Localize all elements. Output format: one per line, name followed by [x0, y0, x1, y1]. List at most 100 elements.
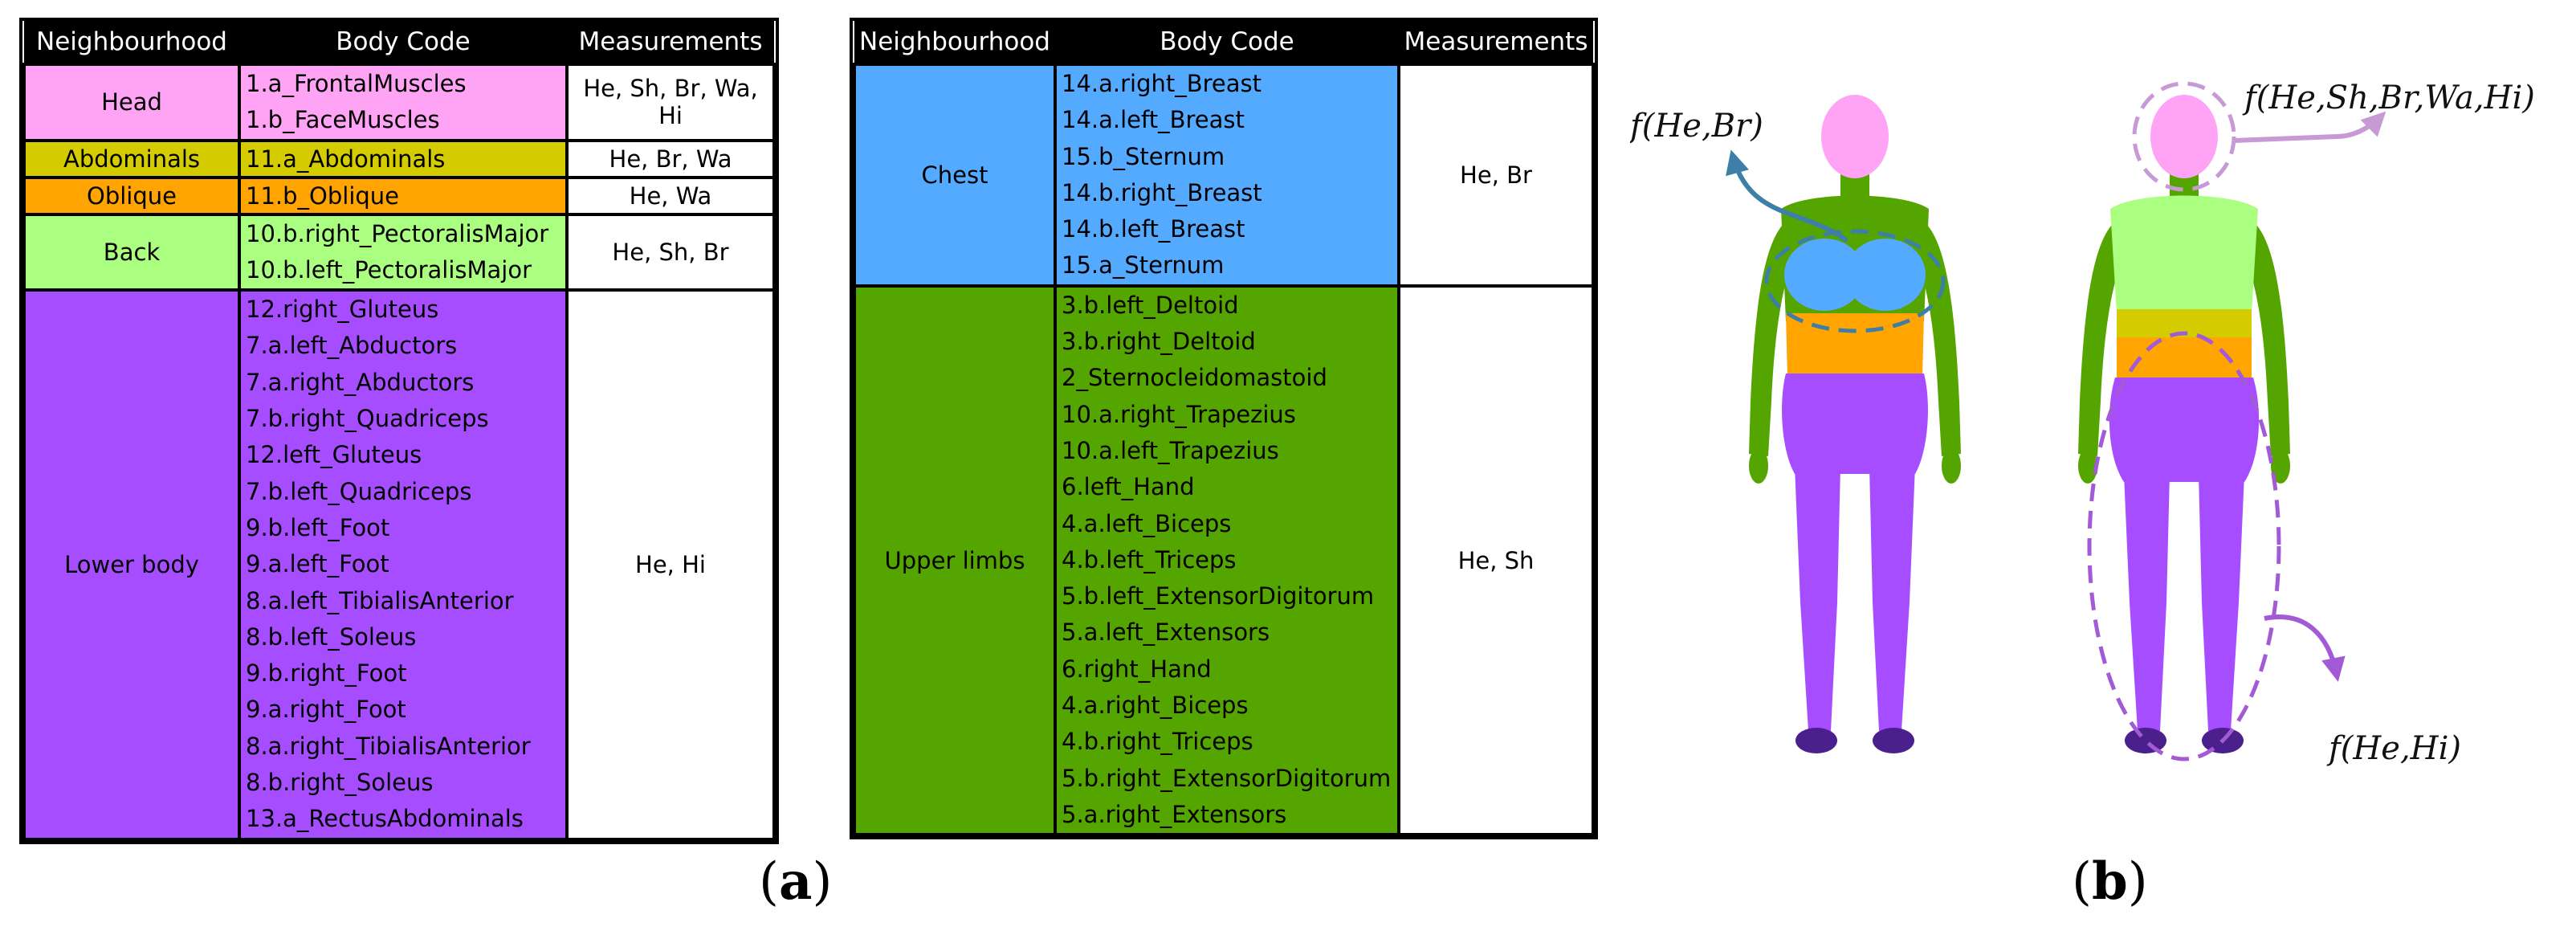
abdominals-band [2117, 309, 2252, 341]
body-code: 9.b.right_Foot [246, 659, 407, 688]
body-code: 2_Sternocleidomastoid [1062, 364, 1327, 392]
body-code: 14.b.left_Breast [1062, 215, 1245, 243]
body-code: 6.left_Hand [1062, 473, 1195, 501]
body-code: 4.a.right_Biceps [1062, 692, 1249, 720]
head-shape [1821, 95, 1889, 178]
right-leg-shape [1869, 466, 1915, 731]
left-hand [2078, 448, 2097, 484]
header-neighbourhood: Neighbourhood [854, 21, 1055, 64]
body-code: 10.b.left_PectoralisMajor [246, 255, 532, 284]
head-highlight-ring [2132, 81, 2236, 192]
left-hand [1749, 448, 1768, 484]
head-shape [2150, 95, 2218, 178]
body-code: 11.b_Oblique [246, 182, 400, 210]
body-code: 4.b.right_Triceps [1062, 728, 1253, 756]
left-leg-shape [2124, 474, 2170, 731]
right-table: Neighbourhood Body Code Measurements Che… [850, 18, 1598, 840]
body-code: 14.b.right_Breast [1062, 178, 1262, 206]
body-model-right [2078, 81, 2290, 761]
body-code-cell: 12.right_Gluteus 7.a.left_Abductors 7.a.ri… [238, 288, 569, 841]
body-code: 7.b.right_Quadriceps [246, 405, 489, 433]
neighbourhood-name: Abdominals [22, 138, 241, 179]
body-figure: f(He,Br) f(He,Sh,Br,Wa,Hi) f(He,Hi) [1630, 80, 2535, 767]
chest-highlight-ring [1764, 229, 1946, 333]
right-arm-shape [2242, 221, 2290, 456]
body-code: 7.b.left_Quadriceps [246, 477, 472, 505]
back-shape [2110, 195, 2258, 313]
body-code: 8.a.right_TibialisAnterior [246, 732, 531, 760]
caption-a: (a) [759, 851, 833, 912]
head-function-label: f(He,Sh,Br,Wa,Hi) [2242, 80, 2535, 116]
body-code: 10.b.right_PectoralisMajor [246, 219, 549, 247]
lower-body-hips [2109, 378, 2260, 482]
neighbourhood-name: Lower body [22, 288, 241, 841]
body-code: 9.a.right_Foot [246, 696, 406, 724]
right-foot [1873, 728, 1914, 753]
neighbourhood-name: Head [22, 63, 241, 142]
body-code: 7.a.left_Abductors [246, 332, 458, 360]
body-code: 3.b.left_Deltoid [1062, 291, 1239, 319]
header-measurements: Measurements [567, 21, 774, 64]
neighbourhood-name: Upper limbs [853, 284, 1057, 837]
measurements-cell: He, Sh, Br [565, 212, 776, 292]
body-code: 4.b.left_Triceps [1062, 545, 1237, 574]
left-foot [2125, 728, 2166, 753]
neighbourhood-name: Chest [853, 63, 1057, 288]
body-code-cell: 10.b.right_PectoralisMajor 10.b.left_Pect… [238, 212, 569, 292]
body-code: 8.b.left_Soleus [246, 623, 417, 651]
header-measurements: Measurements [1399, 21, 1593, 64]
body-code: 13.a_RectusAbdominals [246, 805, 524, 833]
measurements-cell: He, Sh, Br, Wa, Hi [565, 63, 776, 142]
left-foot [1795, 728, 1837, 753]
body-code: 14.a.left_Breast [1062, 106, 1245, 134]
header-body-code: Body Code [239, 21, 567, 64]
body-code: 15.b_Sternum [1062, 142, 1225, 170]
body-code-cell: 11.b_Oblique [238, 175, 569, 216]
lower-body-highlight-ring [2087, 331, 2281, 761]
lower-body-arrow [2264, 614, 2346, 682]
body-code: 5.a.right_Extensors [1062, 800, 1287, 828]
header-body-code: Body Code [1055, 21, 1399, 64]
body-code: 10.a.right_Trapezius [1062, 400, 1296, 428]
chest-left-breast [1784, 239, 1865, 311]
neighbourhood-name: Back [22, 212, 241, 292]
measurements-cell: He, Hi [565, 288, 776, 841]
body-code: 10.a.left_Trapezius [1062, 436, 1279, 464]
body-code: 1.a_FrontalMuscles [246, 70, 467, 97]
body-code-cell: 14.a.right_Breast 14.a.left_Breast 15.b_St… [1054, 63, 1400, 288]
right-hand [1942, 448, 1961, 484]
measurements-cell: He, Br, Wa [565, 138, 776, 179]
neighbourhood-name: Oblique [22, 175, 241, 216]
body-code: 15.a_Sternum [1062, 251, 1225, 280]
body-code: 8.a.left_TibialisAnterior [246, 586, 514, 614]
body-code: 7.a.right_Abductors [246, 368, 475, 396]
body-code: 6.right_Hand [1062, 655, 1212, 683]
header-neighbourhood: Neighbourhood [24, 21, 239, 64]
right-leg-shape [2199, 474, 2244, 731]
measurements-cell: He, Sh [1397, 284, 1595, 837]
body-code: 9.a.left_Foot [246, 550, 389, 578]
lower-body-hips [1782, 374, 1928, 474]
measurements-cell: He, Br [1397, 63, 1595, 288]
body-code: 11.a_Abdominals [246, 145, 446, 173]
head-arrow [2233, 111, 2386, 143]
body-code: 9.b.left_Foot [246, 513, 390, 541]
left-table: Neighbourhood Body Code Measurements Hea… [19, 18, 779, 844]
chest-right-breast [1845, 239, 1926, 311]
body-code: 12.right_Gluteus [246, 296, 439, 324]
body-code: 4.a.left_Biceps [1062, 509, 1232, 537]
chest-arrow [1726, 149, 1848, 243]
right-hand [2271, 448, 2290, 484]
body-code: 14.a.right_Breast [1062, 70, 1262, 97]
body-code: 12.left_Gluteus [246, 441, 422, 469]
body-code: 8.b.right_Soleus [246, 769, 434, 797]
left-arm-shape [2078, 221, 2126, 456]
body-model-left [1749, 95, 1961, 753]
